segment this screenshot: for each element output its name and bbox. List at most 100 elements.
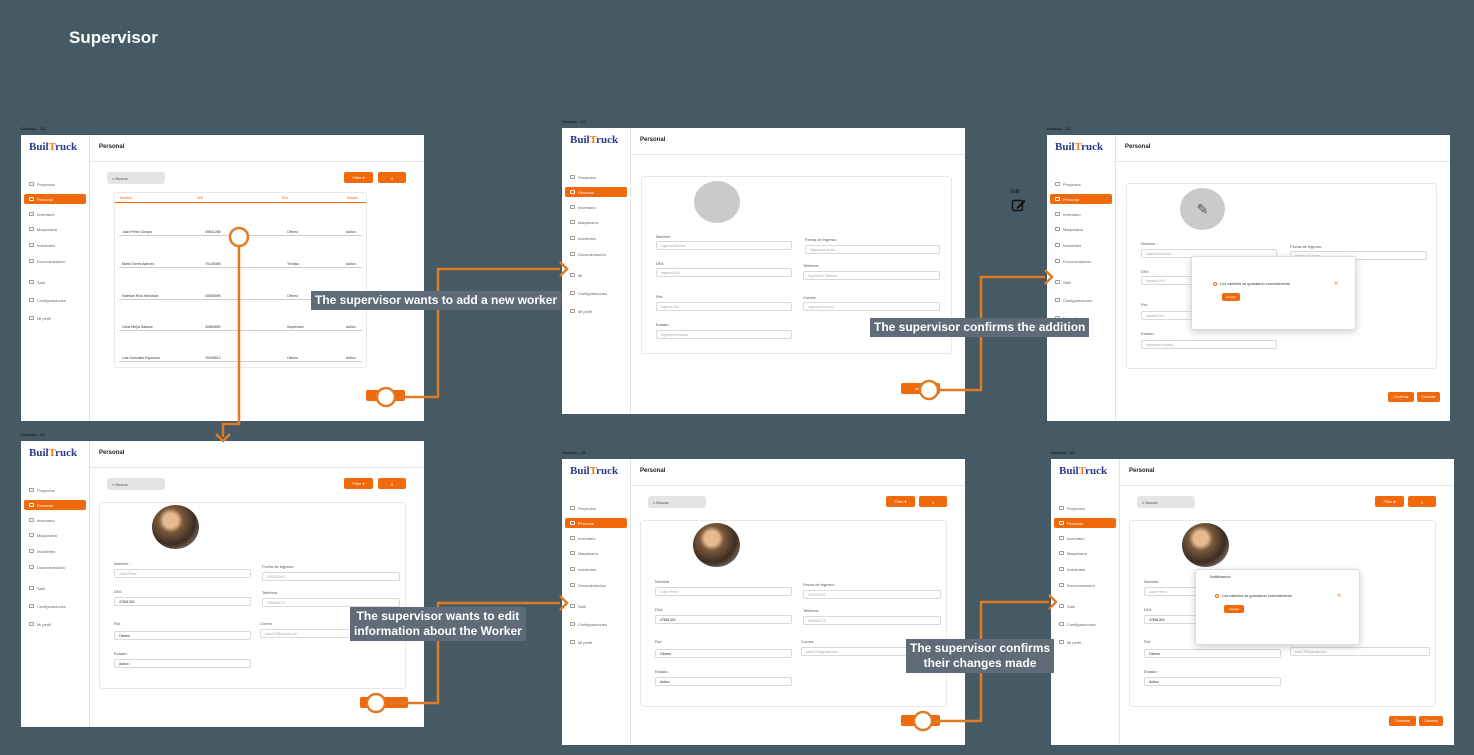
dni-field[interactable]: Ingresa DNI: [656, 268, 792, 277]
sidebar-item-mi-perfil[interactable]: Mi perfil: [1054, 637, 1116, 647]
status-field[interactable]: Activo: [114, 659, 251, 668]
close-icon[interactable]: ✕: [1334, 281, 1339, 287]
date-field[interactable]: 25/05/2003: [262, 572, 400, 581]
sidebar-item-personal[interactable]: Personal: [24, 194, 86, 204]
download-button[interactable]: ⤓: [378, 172, 406, 183]
search-input[interactable]: ⌕ Buscar: [1137, 496, 1195, 508]
sidebar-item-salir[interactable]: Salir: [565, 601, 627, 611]
accept-button[interactable]: Aceptar: [1222, 293, 1240, 301]
sidebar-item-incidentes[interactable]: Incidentes: [24, 240, 86, 250]
email-field[interactable]: Ingresa el correo: [803, 302, 940, 311]
status-field[interactable]: Ingresa el estado: [656, 330, 792, 339]
sidebar-item-mi-perfil[interactable]: Mi perfil: [565, 637, 627, 647]
sidebar-item-incidentes[interactable]: Incidentes: [565, 233, 627, 243]
sidebar-item-inventario[interactable]: Inventario: [565, 533, 627, 543]
sidebar-item-proyectos[interactable]: Proyectos: [24, 179, 86, 189]
name-field[interactable]: Juan Pérez: [655, 587, 792, 596]
search-input[interactable]: ⌕ Buscar: [107, 478, 165, 490]
sidebar-item-configuraciones[interactable]: Configuraciones: [565, 288, 627, 298]
name-field[interactable]: Ingresa Nombre: [656, 241, 792, 250]
sidebar-item-personal[interactable]: Personal: [24, 500, 86, 510]
dni-field[interactable]: 47651324: [655, 615, 792, 624]
avatar-placeholder[interactable]: [694, 181, 740, 223]
sidebar-item-documentacion[interactable]: Documentación: [565, 580, 627, 590]
sidebar-item-personal[interactable]: Personal: [565, 187, 627, 197]
sidebar-item-incidentes[interactable]: Incidentes: [24, 546, 86, 556]
sidebar-item-mi[interactable]: Mi: [565, 270, 627, 280]
filter-button[interactable]: Filtro ▾: [886, 496, 915, 507]
sidebar-item-documentacion[interactable]: Documentación: [1050, 256, 1112, 266]
sidebar-item-inventario[interactable]: Inventario: [1054, 533, 1116, 543]
sidebar-item-maquinaria[interactable]: Maquinaria: [24, 224, 86, 234]
role-field[interactable]: Obrero: [114, 631, 251, 640]
sidebar-item-maquinaria[interactable]: Maquinaria: [565, 217, 627, 227]
sidebar-item-maquinaria[interactable]: Maquinaria: [1050, 224, 1112, 234]
sidebar-item-proyectos[interactable]: Proyectos: [565, 172, 627, 182]
worker-photo[interactable]: [152, 505, 199, 549]
sidebar-item-configuraciones[interactable]: Configuraciones: [1054, 619, 1116, 629]
confirm-button[interactable]: Confirmar: [1388, 392, 1414, 402]
sidebar-item-mi-perfil[interactable]: Mi perfil: [565, 306, 627, 316]
sidebar-item-inventario[interactable]: Inventario: [24, 515, 86, 525]
sidebar-item-proyectos[interactable]: Proyectos: [24, 485, 86, 495]
edit-avatar-icon[interactable]: ✎: [1180, 188, 1225, 230]
sidebar-item-documentacion[interactable]: Documentación: [24, 562, 86, 572]
filter-button[interactable]: Filtro ▾: [344, 172, 373, 183]
sidebar-item-personal[interactable]: Personal: [1054, 518, 1116, 528]
phone-field[interactable]: Ingresa el Teléfono: [803, 271, 940, 280]
sidebar-item-personal[interactable]: Personal: [1050, 194, 1112, 204]
sidebar-item-salir[interactable]: Salir: [1054, 601, 1116, 611]
role-field[interactable]: Ingresa Rol: [656, 302, 792, 311]
sidebar-item-inventario[interactable]: Inventario: [565, 202, 627, 212]
download-button[interactable]: ⤓: [378, 478, 406, 489]
sidebar-item-incidentes[interactable]: Incidentes: [1050, 240, 1112, 250]
filter-button[interactable]: Filtro ▾: [1375, 496, 1404, 507]
filter-button[interactable]: Filtro ▾: [344, 478, 373, 489]
role-field[interactable]: Obrero: [1144, 649, 1281, 658]
cancel-button[interactable]: Cancelar: [1417, 392, 1440, 402]
sidebar-item-incidentes[interactable]: Incidentes: [565, 564, 627, 574]
sidebar-item-proyectos[interactable]: Proyectos: [1054, 503, 1116, 513]
sidebar-item-mi-perfil[interactable]: Mi perfil: [24, 619, 86, 629]
sidebar-item-inventario[interactable]: Inventario: [24, 209, 86, 219]
status-field[interactable]: Activo: [655, 677, 792, 686]
sidebar-item-incidentes[interactable]: Incidentes: [1054, 564, 1116, 574]
sidebar-item-maquinaria[interactable]: Maquinaria: [565, 548, 627, 558]
confirm-button[interactable]: Confirmar: [1389, 716, 1416, 726]
sidebar-item-documentacion[interactable]: Documentación: [565, 249, 627, 259]
sidebar-item-maquinaria[interactable]: Maquinaria: [1054, 548, 1116, 558]
worker-photo[interactable]: [693, 523, 740, 567]
status-field[interactable]: Ingresa el estado: [1141, 340, 1277, 349]
sidebar-item-configuraciones[interactable]: Configuraciones: [1050, 295, 1112, 305]
sidebar-item-documentacion[interactable]: Documentación: [1054, 580, 1116, 590]
sidebar-item-configuraciones[interactable]: Configuraciones: [24, 295, 86, 305]
search-input[interactable]: ⌕ Buscar: [648, 496, 706, 508]
sidebar-item-salir[interactable]: Salir: [24, 277, 86, 287]
dni-field[interactable]: 47651324: [114, 597, 251, 606]
role-field[interactable]: Obrero: [655, 649, 792, 658]
search-input[interactable]: ⌕ Buscar: [107, 172, 165, 184]
sidebar-item-proyectos[interactable]: Proyectos: [1050, 179, 1112, 189]
sidebar-item-mi-perfil[interactable]: Mi perfil: [24, 313, 86, 323]
sidebar-item-configuraciones[interactable]: Configuraciones: [24, 601, 86, 611]
close-icon[interactable]: ✕: [1337, 593, 1342, 599]
sidebar-item-proyectos[interactable]: Proyectos: [565, 503, 627, 513]
phone-field[interactable]: 995456278: [262, 598, 400, 607]
status-field[interactable]: Activo: [1144, 677, 1281, 686]
sidebar-item-personal[interactable]: Personal: [565, 518, 627, 528]
name-field[interactable]: Juan Pérez: [114, 569, 251, 578]
date-field[interactable]: Ingresa la fecha: [805, 245, 940, 254]
worker-photo[interactable]: [1182, 523, 1229, 567]
phone-field[interactable]: 995456278: [803, 616, 941, 625]
sidebar-item-salir[interactable]: Salir: [24, 583, 86, 593]
date-field[interactable]: Ingresa la fecha: [1290, 251, 1427, 260]
sidebar-item-configuraciones[interactable]: Configuraciones: [565, 619, 627, 629]
email-field[interactable]: juan123@gmail.com: [1290, 647, 1430, 656]
sidebar-item-documentacion[interactable]: Documentación: [24, 256, 86, 266]
download-button[interactable]: ⤓: [919, 496, 947, 507]
sidebar-item-inventario[interactable]: Inventario: [1050, 209, 1112, 219]
sidebar-item-maquinaria[interactable]: Maquinaria: [24, 530, 86, 540]
